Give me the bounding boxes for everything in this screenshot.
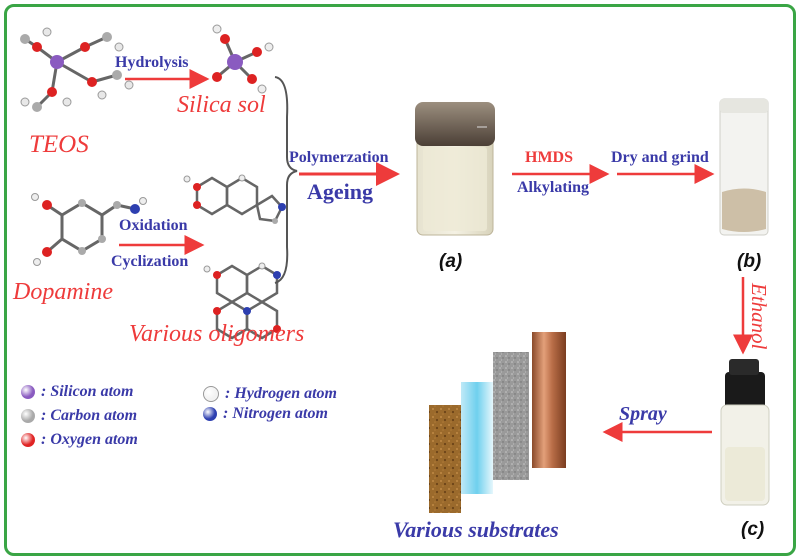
nitrogen-atom-icon bbox=[203, 407, 217, 421]
legend-oxygen: : Oxygen atom bbox=[21, 431, 138, 449]
various-oligomers-label: Various oligomers bbox=[129, 321, 305, 347]
oxidation-label: Oxidation bbox=[119, 217, 188, 234]
legend-hydrogen: : Hydrogen atom bbox=[203, 385, 337, 403]
silica-sol-label: Silica sol bbox=[177, 92, 266, 118]
gel-jar-icon bbox=[415, 102, 495, 236]
powder-vial-icon bbox=[719, 98, 769, 236]
substrate-copper-icon bbox=[532, 332, 566, 468]
diagram-graphics bbox=[20, 24, 770, 513]
oligomer-molecule-icon bbox=[183, 174, 286, 340]
legend-silicon-label: : Silicon atom bbox=[41, 383, 134, 400]
alkylating-label: Alkylating bbox=[517, 179, 590, 196]
legend-hydrogen-label: : Hydrogen atom bbox=[225, 385, 337, 402]
silica-sol-molecule-icon bbox=[212, 24, 274, 94]
hydrogen-atom-icon bbox=[203, 386, 219, 402]
ageing-label: Ageing bbox=[307, 179, 373, 204]
substrate-stone-icon bbox=[493, 352, 529, 480]
caption-c: (c) bbox=[741, 519, 765, 540]
hmds-label: HMDS bbox=[525, 149, 573, 166]
oxygen-atom-icon bbox=[21, 433, 35, 447]
silicon-atom-icon bbox=[21, 385, 35, 399]
caption-a: (a) bbox=[439, 251, 463, 272]
merge-bracket bbox=[274, 76, 298, 284]
substrate-wood-icon bbox=[429, 405, 461, 513]
teos-molecule-icon bbox=[20, 27, 134, 112]
dopamine-molecule-icon bbox=[31, 193, 147, 266]
substrate-glass-icon bbox=[461, 382, 493, 494]
teos-label: TEOS bbox=[29, 131, 89, 158]
legend-nitrogen-label: : Nitrogen atom bbox=[223, 405, 328, 422]
legend-nitrogen: : Nitrogen atom bbox=[203, 405, 328, 423]
polymerization-label: Polymerzation bbox=[289, 149, 389, 166]
dry-grind-label: Dry and grind bbox=[611, 149, 709, 166]
dopamine-label: Dopamine bbox=[13, 279, 113, 305]
legend-silicon: : Silicon atom bbox=[21, 383, 133, 401]
caption-b: (b) bbox=[737, 251, 762, 272]
carbon-atom-icon bbox=[21, 409, 35, 423]
ethanol-label: Ethanol bbox=[747, 283, 771, 350]
hydrolysis-label: Hydrolysis bbox=[115, 54, 189, 71]
diagram-frame: Hydrolysis Silica sol TEOS Oxidation Cyc… bbox=[4, 4, 796, 556]
spray-label: Spray bbox=[619, 403, 667, 425]
various-substrates-label: Various substrates bbox=[393, 517, 559, 542]
cyclization-label: Cyclization bbox=[111, 253, 189, 270]
spray-bottle-icon bbox=[720, 359, 770, 506]
legend-carbon-label: : Carbon atom bbox=[41, 407, 138, 424]
legend-carbon: : Carbon atom bbox=[21, 407, 137, 425]
legend-oxygen-label: : Oxygen atom bbox=[41, 431, 138, 448]
